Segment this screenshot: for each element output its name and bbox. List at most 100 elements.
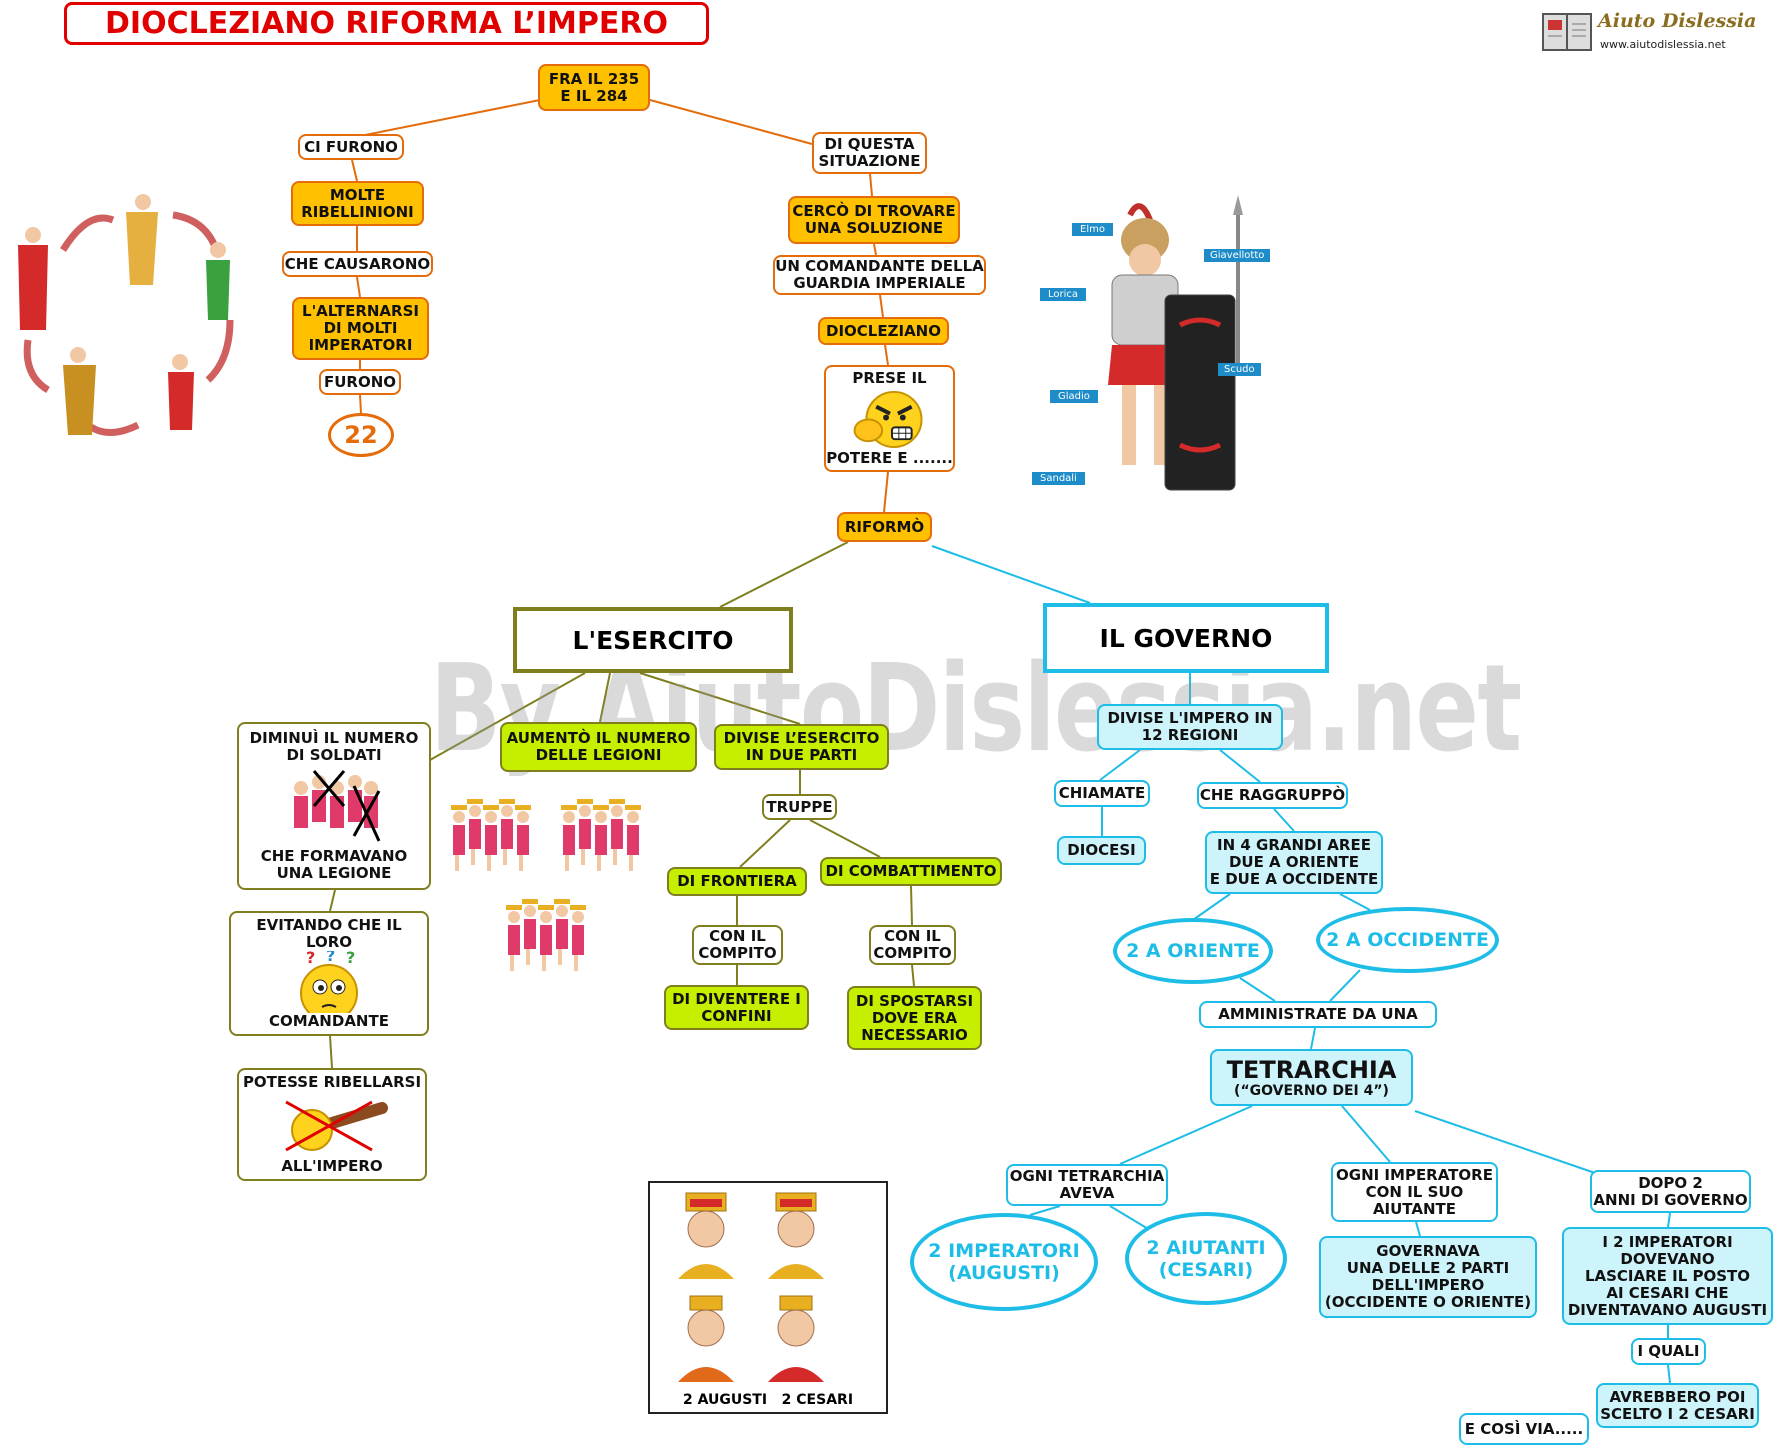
- connector: [719, 541, 849, 608]
- node-2-occidente: 2 A OCCIDENTE: [1316, 907, 1499, 973]
- comandante-label: COMANDANTE: [269, 1012, 389, 1030]
- label-scudo: Scudo: [1218, 363, 1261, 376]
- connector: [873, 243, 877, 256]
- node-causarono: CHE CAUSARONO: [282, 251, 433, 277]
- book-icon: [1542, 13, 1592, 51]
- connector: [356, 276, 361, 298]
- node-diocesi: DIOCESI: [1057, 836, 1146, 865]
- node-ci-furono: CI FURONO: [298, 134, 404, 160]
- node-confini: DI DIVENTERE I CONFINI: [664, 985, 809, 1030]
- prese-il-label: PRESE IL: [852, 369, 927, 387]
- connector: [1667, 1364, 1671, 1384]
- angry-face-icon: [853, 390, 922, 449]
- legionary-figure: [1108, 195, 1243, 491]
- emperors-rotation-illustration: [8, 190, 240, 450]
- node-di-questa: DI QUESTA SITUAZIONE: [812, 132, 927, 174]
- node-cerco: CERCÒ DI TROVARE UNA SOLUZIONE: [788, 196, 960, 244]
- augusti-cesari-caption: 2 AUGUSTI 2 CESARI: [682, 1392, 854, 1408]
- connector: [1273, 808, 1295, 832]
- connector: [429, 672, 586, 761]
- connector: [1415, 1221, 1421, 1237]
- four-emperors-icon: [678, 1192, 825, 1382]
- formavano-label: CHE FORMAVANO UNA LEGIONE: [260, 847, 408, 882]
- connector: [1414, 1110, 1599, 1175]
- connector: [1310, 1027, 1316, 1050]
- no-rebellion-icon: [285, 1100, 388, 1151]
- node-raggruppo: CHE RAGGRUPPÒ: [1197, 782, 1348, 809]
- connector: [1119, 1105, 1253, 1165]
- connector: [1099, 749, 1141, 781]
- connector: [329, 1035, 333, 1069]
- connector: [869, 173, 873, 197]
- connector: [883, 471, 889, 513]
- logo-url: www.aiutodislessia.net: [1600, 38, 1726, 51]
- node-governava: GOVERNAVA UNA DELLE 2 PARTI DELL'IMPERO …: [1319, 1236, 1537, 1318]
- connector: [351, 159, 358, 182]
- node-compito-combattimento: CON IL COMPITO: [869, 925, 956, 965]
- tetrarchia-sub-label: (“GOVERNO DEI 4”): [1234, 1082, 1389, 1099]
- node-ogni-imperatore: OGNI IMPERATORE CON IL SUO AIUTANTE: [1331, 1162, 1498, 1222]
- label-elmo: Elmo: [1072, 223, 1113, 236]
- node-furono: FURONO: [319, 369, 401, 395]
- node-2-aiutanti: 2 AIUTANTI (CESARI): [1125, 1212, 1287, 1305]
- node-ribellioni: MOLTE RIBELLINIONI: [291, 181, 424, 226]
- node-lasciare: I 2 IMPERATORI DOVEVANO LASCIARE IL POST…: [1562, 1227, 1773, 1325]
- node-count-22: 22: [328, 413, 394, 457]
- node-governo: IL GOVERNO: [1043, 603, 1329, 673]
- connector: [639, 672, 801, 725]
- connector: [884, 344, 889, 366]
- logo-text: Aiuto Dislessia: [1598, 10, 1757, 32]
- node-scelto: AVREBBERO POI SCELTO I 2 CESARI: [1596, 1383, 1759, 1428]
- evitando-label: EVITANDO CHE IL LORO: [256, 916, 402, 951]
- node-evitando: EVITANDO CHE IL LORO ? ? ? COMANDANTE: [229, 911, 429, 1036]
- svg-text:?: ?: [306, 951, 315, 967]
- node-compito-frontiera: CON IL COMPITO: [692, 925, 783, 965]
- augusti-cesari-illustration: 2 AUGUSTI 2 CESARI: [648, 1181, 888, 1414]
- connector: [1029, 1205, 1061, 1216]
- label-sandali: Sandali: [1032, 472, 1085, 485]
- connector: [911, 964, 915, 987]
- connector: [1339, 893, 1371, 911]
- node-comandante: UN COMANDANTE DELLA GUARDIA IMPERIALE: [773, 255, 986, 295]
- connector: [910, 885, 913, 926]
- potere-label: POTERE E .......: [826, 449, 953, 467]
- connector: [359, 99, 541, 137]
- connector: [1341, 1105, 1391, 1163]
- node-period: FRA IL 235 E IL 284: [538, 64, 650, 111]
- node-diocleziano: DIOCLEZIANO: [818, 317, 949, 345]
- node-amministrate: AMMINISTRATE DA UNA: [1199, 1001, 1437, 1028]
- tetrarchia-label: TETRARCHIA: [1226, 1055, 1397, 1084]
- node-ogni-tetrarchia: OGNI TETRARCHIA AVEVA: [1006, 1164, 1168, 1206]
- label-lorica: Lorica: [1040, 288, 1087, 301]
- connector: [329, 889, 336, 912]
- diminui-label: DIMINUÌ IL NUMERO DI SOLDATI: [249, 729, 419, 764]
- connector: [1109, 1205, 1151, 1231]
- node-spostarsi: DI SPOSTARSI DOVE ERA NECESSARIO: [847, 986, 982, 1050]
- connector: [1219, 749, 1261, 783]
- connector: [931, 545, 1091, 604]
- node-divise-esercito: DIVISE L’ESERCITO IN DUE PARTI: [714, 724, 889, 770]
- node-riformo: RIFORMÒ: [837, 512, 932, 542]
- label-giavellotto: Giavellotto: [1204, 249, 1271, 262]
- node-tetrarchia: TETRARCHIA (“GOVERNO DEI 4”): [1210, 1049, 1413, 1106]
- node-dopo: DOPO 2 ANNI DI GOVERNO: [1590, 1170, 1751, 1213]
- soldier-groups-icon: [451, 799, 641, 971]
- node-2-oriente: 2 A ORIENTE: [1113, 918, 1273, 984]
- connector: [879, 294, 884, 318]
- connector: [1239, 977, 1276, 1002]
- connector: [599, 672, 611, 723]
- page-title: DIOCLEZIANO RIFORMA L’IMPERO: [64, 2, 709, 45]
- node-diminui: DIMINUÌ IL NUMERO DI SOLDATI CHE FORMAVA…: [237, 722, 431, 890]
- all-impero-label: ALL'IMPERO: [281, 1157, 383, 1175]
- connector: [1667, 1212, 1671, 1228]
- node-2-imperatori: 2 IMPERATORI (AUGUSTI): [910, 1213, 1098, 1311]
- node-chiamate: CHIAMATE: [1054, 780, 1150, 807]
- label-gladio: Gladio: [1050, 390, 1098, 403]
- node-potesse: POTESSE RIBELLARSI ALL'IMPERO: [237, 1068, 427, 1181]
- connector: [1329, 969, 1361, 1002]
- node-i-quali: I QUALI: [1631, 1338, 1706, 1365]
- node-esercito: L'ESERCITO: [513, 607, 793, 673]
- node-prese-potere: PRESE IL POTERE E .......: [824, 365, 955, 472]
- node-cosi-via: E COSÌ VIA.....: [1459, 1413, 1589, 1445]
